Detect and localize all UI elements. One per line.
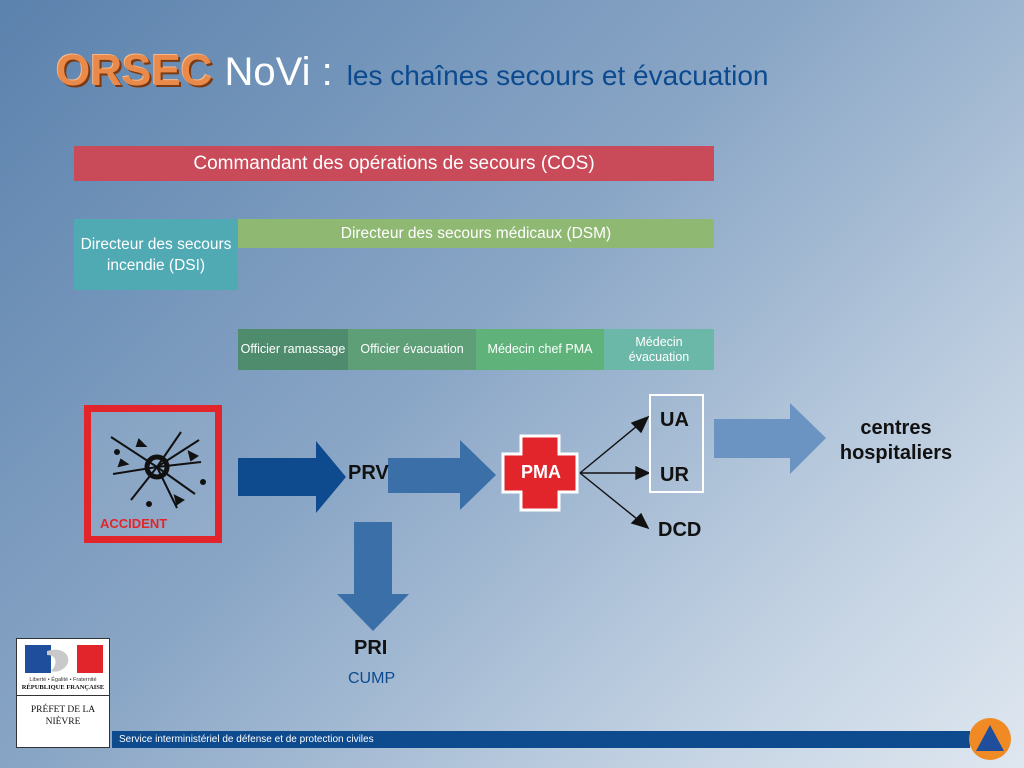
dsm-bar: Directeur des secours médicaux (DSM)	[238, 219, 714, 248]
logo-republic: RÉPUBLIQUE FRANÇAISE	[21, 684, 105, 691]
title-orsec: ORSEC	[56, 46, 213, 95]
pri-label: PRI	[354, 637, 388, 659]
protection-civile-icon	[969, 718, 1011, 760]
ua-ur-box	[649, 394, 704, 493]
explosion-icon	[110, 431, 206, 509]
medecin-evacuation: Médecin évacuation	[604, 329, 714, 370]
ur-label: UR	[660, 464, 689, 486]
pma-label: PMA	[521, 462, 561, 482]
prefecture-logo: Liberté • Égalité • Fraternité RÉPUBLIQU…	[16, 638, 110, 748]
cos-bar: Commandant des opérations de secours (CO…	[74, 146, 714, 181]
dsi-box: Directeur des secours incendie (DSI)	[74, 219, 238, 290]
logo-prefect: PRÉFET DE LA NIÈVRE	[30, 705, 96, 727]
pma-branch-arrows	[579, 415, 651, 530]
logo-motto: Liberté • Égalité • Fraternité	[29, 677, 97, 683]
logo-divider	[17, 695, 109, 696]
accident-label: ACCIDENT	[100, 516, 168, 531]
dcd-label: DCD	[658, 519, 702, 541]
arrow-prv-pri	[337, 522, 409, 631]
title-novi: NoVi :	[224, 50, 333, 94]
medecin-chef-pma: Médecin chef PMA	[476, 329, 604, 370]
arrow-prv-pma	[388, 440, 496, 510]
marianne-flag-icon	[25, 645, 103, 673]
pma-cross-icon	[501, 434, 579, 512]
arrow-accident-prv	[238, 441, 346, 513]
accident-box	[84, 405, 222, 543]
centres-hospitaliers-label: centres hospitaliers	[839, 417, 953, 464]
cump-label: CUMP	[348, 670, 396, 687]
arrow-to-hospitals	[714, 403, 826, 474]
officer-evacuation: Officier évacuation	[348, 329, 476, 370]
officer-ramassage: Officier ramassage	[238, 329, 348, 370]
prv-label: PRV	[348, 462, 389, 484]
footer-bar: Service interministériel de défense et d…	[112, 731, 970, 748]
ua-label: UA	[660, 409, 689, 431]
title-subtitle: les chaînes secours et évacuation	[346, 60, 769, 91]
